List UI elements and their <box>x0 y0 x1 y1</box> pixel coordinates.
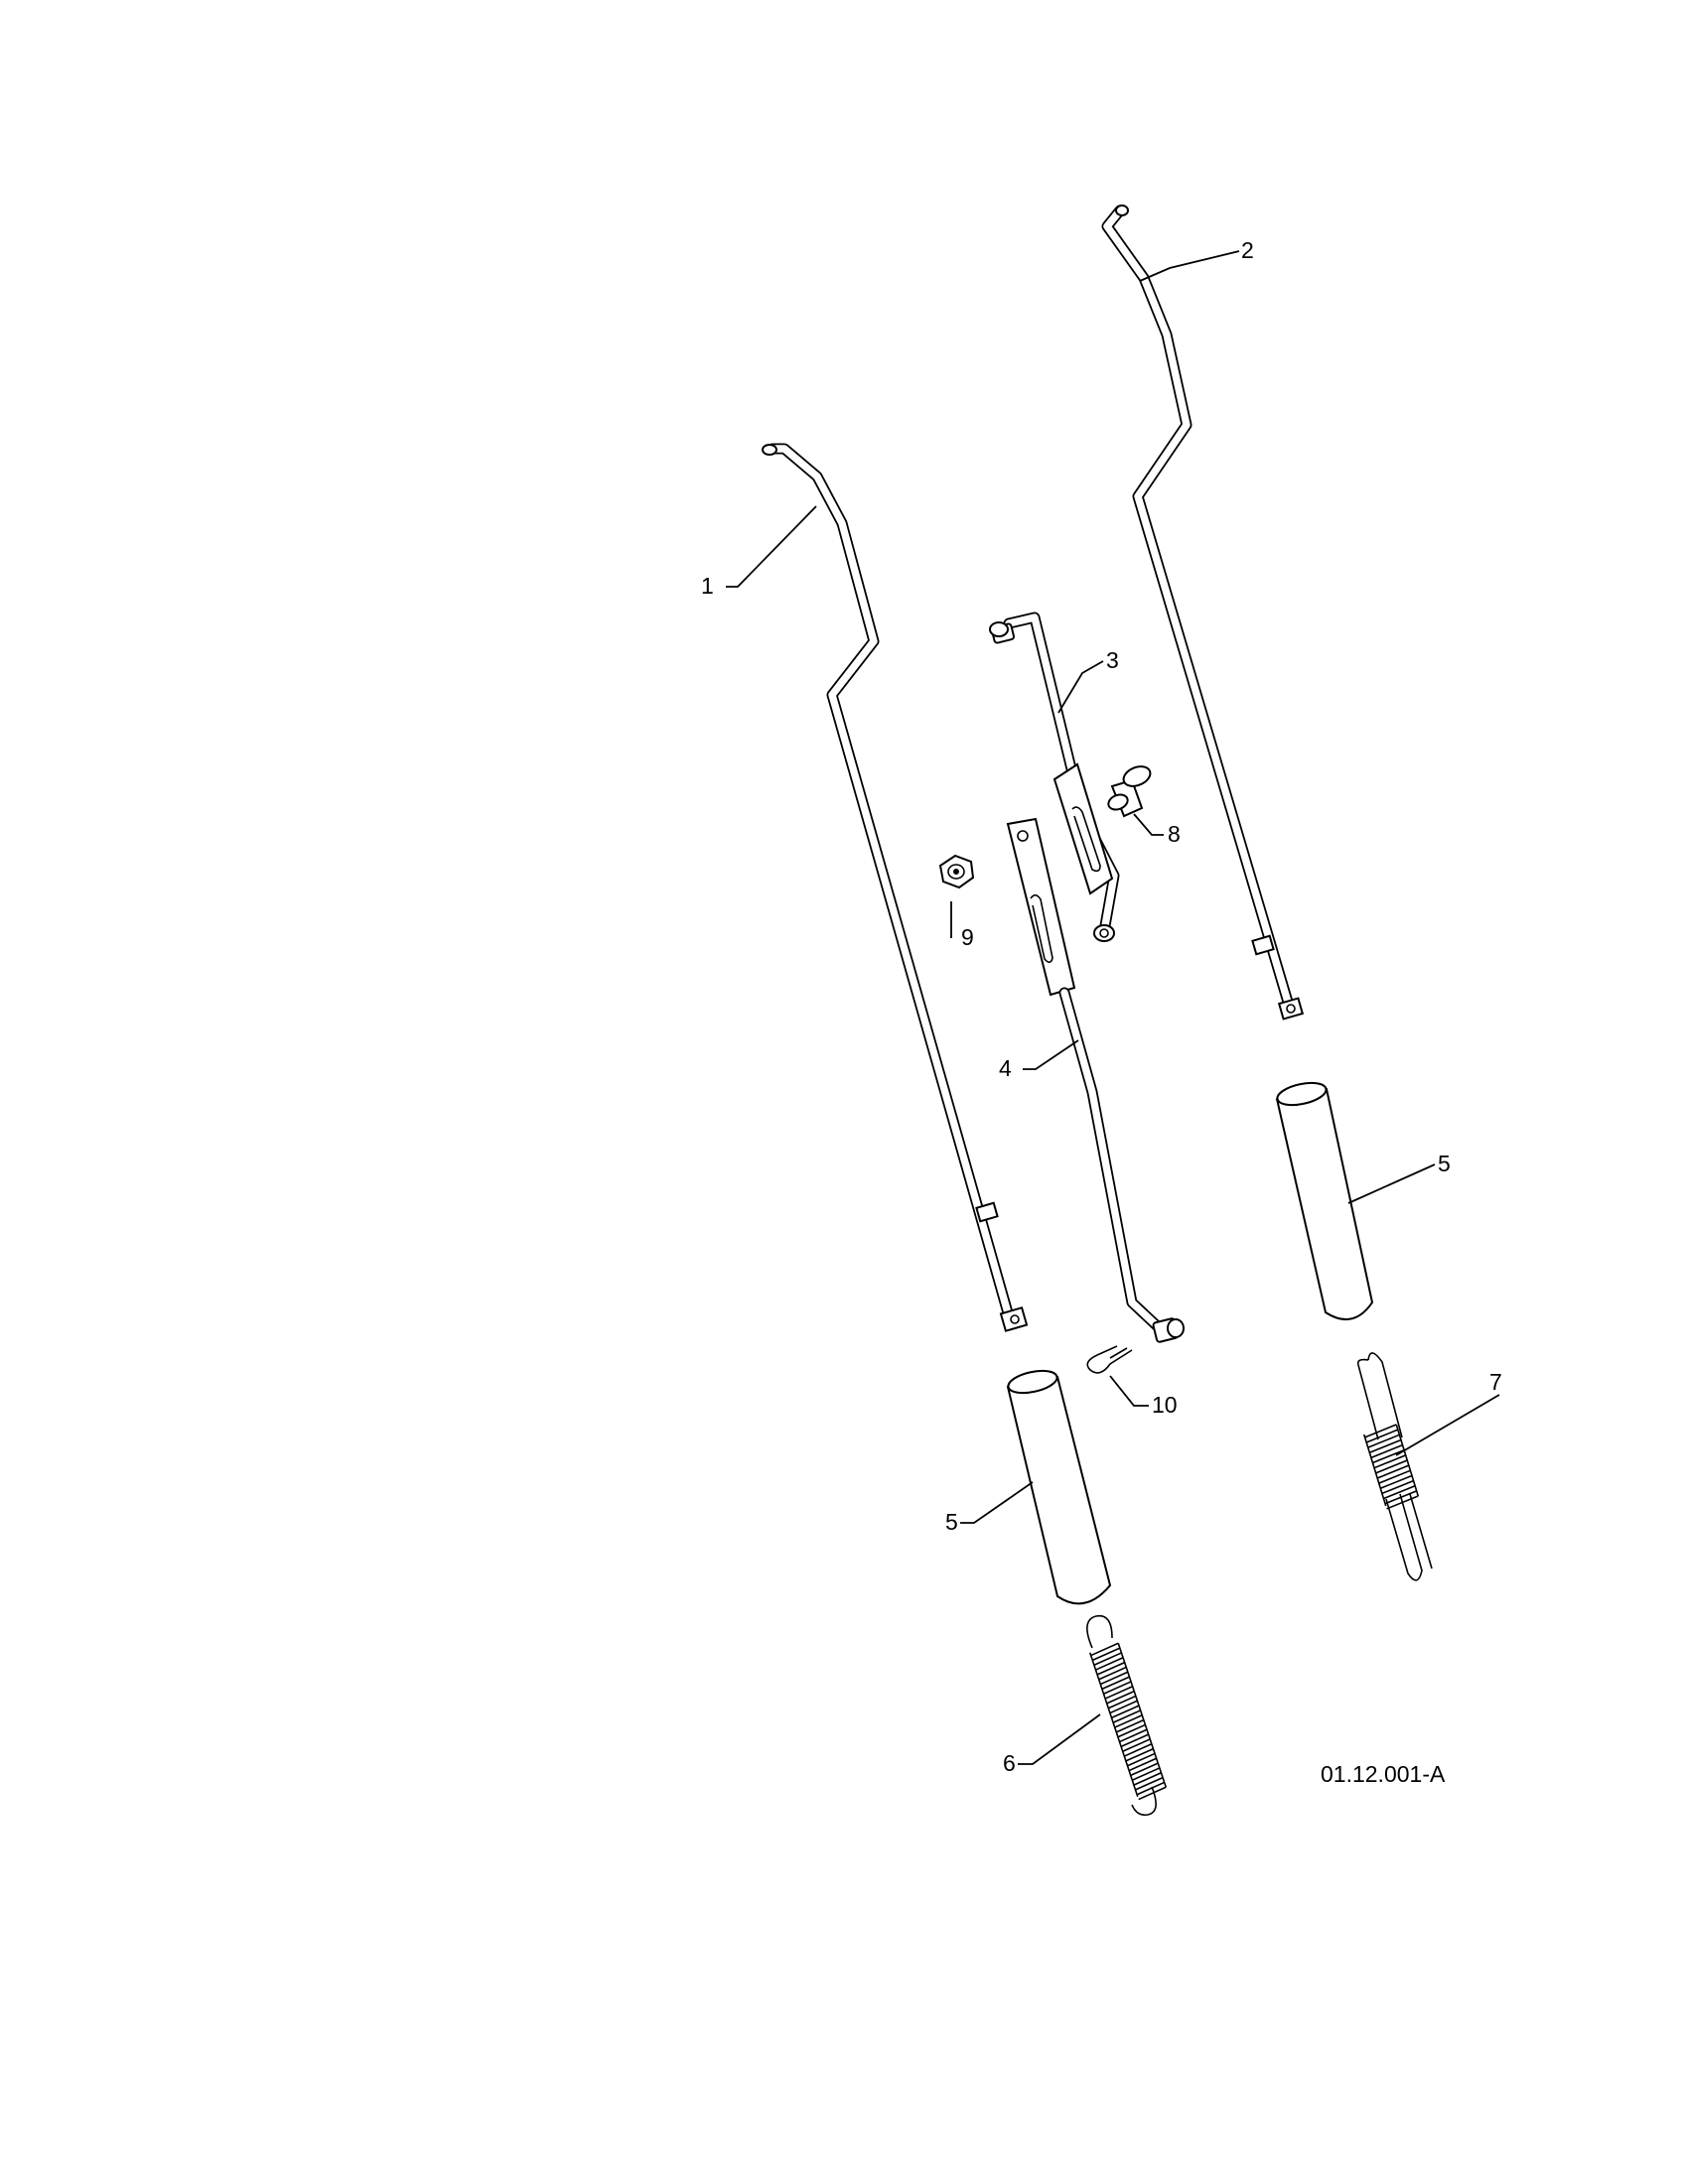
spring-coil <box>1373 1454 1406 1469</box>
spring-coil <box>1135 1776 1164 1791</box>
spring-coil <box>1138 1786 1167 1801</box>
part-1-control-rod <box>762 443 1029 1332</box>
part-6-extension-spring <box>1086 1614 1167 1817</box>
spring-coil <box>1364 1424 1397 1438</box>
spring-coil <box>1128 1757 1157 1772</box>
part-9-nut <box>938 854 975 889</box>
spring-edge <box>1117 1643 1167 1788</box>
callout-10: 10 <box>1152 1392 1178 1418</box>
spring-coil <box>1369 1438 1402 1454</box>
spring-coil <box>1103 1681 1132 1695</box>
spring-coil <box>1386 1495 1419 1510</box>
callout-2: 2 <box>1241 237 1254 263</box>
spring-coil <box>1136 1781 1165 1796</box>
spring-coil <box>1365 1429 1399 1443</box>
spring-edge <box>1362 1433 1387 1507</box>
part-2-control-rod <box>1101 205 1305 1021</box>
spring-coil <box>1378 1469 1411 1484</box>
spring-coil <box>1130 1762 1159 1777</box>
spring-coil <box>1376 1464 1410 1479</box>
spring-coil <box>1131 1767 1161 1781</box>
spring-coil <box>1107 1695 1137 1709</box>
spring-coil <box>1119 1728 1148 1743</box>
spring-coil <box>1115 1718 1145 1733</box>
spring-coil <box>1112 1709 1141 1723</box>
spring-coil <box>1384 1490 1417 1505</box>
spring-coil <box>1109 1700 1138 1714</box>
callout-9: 9 <box>961 924 974 950</box>
spring-edge <box>1395 1424 1420 1497</box>
spring-coil <box>1383 1485 1416 1500</box>
part-10-hairpin-clip <box>1086 1345 1133 1374</box>
spring-coil <box>1101 1676 1130 1691</box>
spring-coil <box>1117 1723 1146 1738</box>
spring-coil <box>1122 1738 1151 1752</box>
spring-coil <box>1111 1705 1140 1719</box>
part-3-link-rod <box>989 612 1120 942</box>
spring-edge <box>1089 1652 1139 1797</box>
callout-5a: 5 <box>1438 1151 1451 1176</box>
drawing-number: 01.12.001-A <box>1321 1761 1446 1787</box>
spring-coil <box>1096 1661 1125 1676</box>
spring-coil <box>1127 1752 1156 1767</box>
spring-coil <box>1125 1747 1154 1762</box>
part-5-grip-left <box>1006 1369 1112 1605</box>
spring-coil <box>1123 1743 1153 1757</box>
callout-7: 7 <box>1489 1369 1502 1395</box>
spring-coil <box>1367 1433 1400 1448</box>
callout-8: 8 <box>1168 821 1181 847</box>
callout-3: 3 <box>1106 647 1119 673</box>
callout-5b: 5 <box>945 1509 958 1535</box>
spring-coil <box>1372 1449 1405 1464</box>
part-5-grip-right <box>1275 1081 1374 1321</box>
spring-coil <box>1106 1690 1135 1705</box>
spring-coil <box>1133 1772 1162 1786</box>
callout-labels: 1 2 3 4 5 5 6 7 8 9 10 01.12.001-A <box>701 237 1502 1787</box>
spring-coil <box>1120 1733 1149 1748</box>
spring-coil <box>1375 1459 1408 1474</box>
part-7-loop-spring <box>1356 1352 1433 1581</box>
spring-coil <box>1370 1443 1403 1459</box>
spring-coil <box>1098 1666 1127 1681</box>
callout-1: 1 <box>701 573 714 599</box>
spring-coil <box>1090 1642 1119 1657</box>
part-8-shoulder-bolt <box>1107 765 1152 818</box>
spring-coil <box>1381 1479 1414 1495</box>
leader-lines <box>726 250 1500 1765</box>
spring-coil <box>1095 1657 1124 1671</box>
spring-coil <box>1114 1714 1143 1728</box>
spring-coil <box>1091 1647 1121 1662</box>
spring-coil <box>1380 1474 1413 1490</box>
callout-6: 6 <box>1003 1750 1016 1776</box>
spring-coil <box>1093 1652 1122 1666</box>
spring-coil <box>1099 1671 1129 1686</box>
callout-4: 4 <box>999 1055 1012 1081</box>
part-4-link-rod <box>1006 817 1185 1343</box>
spring-coil <box>1104 1686 1133 1700</box>
